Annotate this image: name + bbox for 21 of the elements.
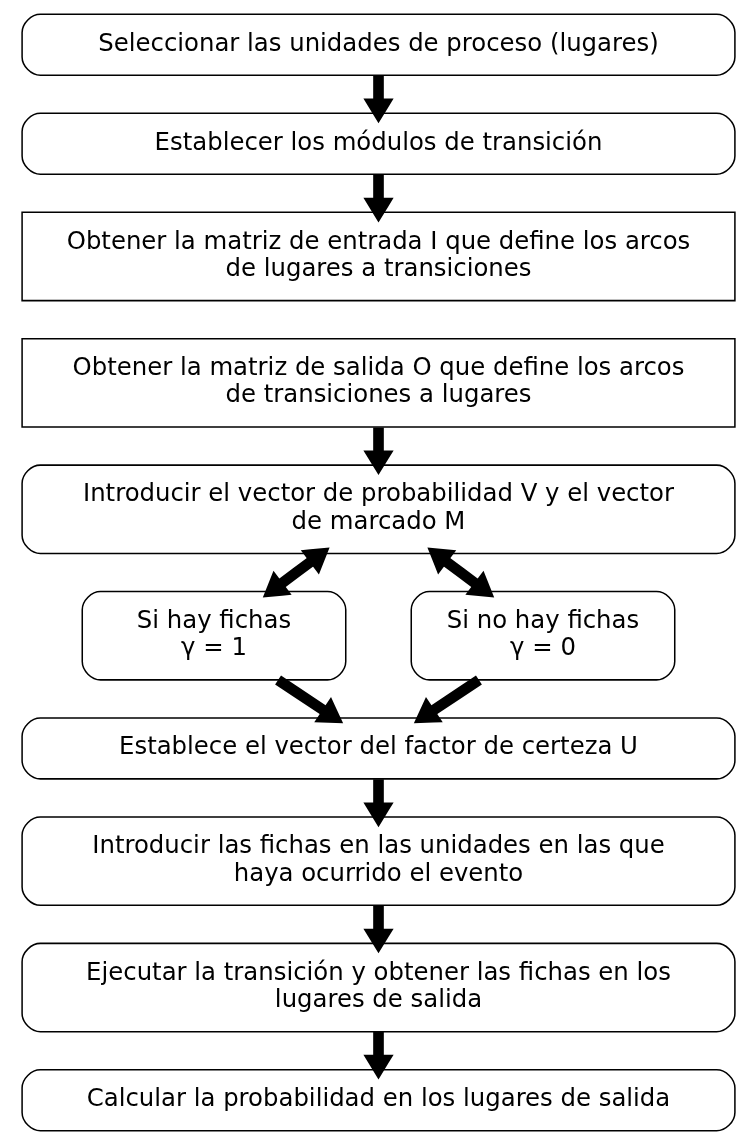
node-box: Calcular la probabilidad en los lugares de salida	[20, 1069, 736, 1132]
node-box: Introducir las fichas en las unidades en las que haya ocurrido el evento	[20, 816, 736, 907]
node-box: Si hay fichas γ = 1	[81, 590, 346, 681]
node-box: Introducir el vector de probabilidad V y el vector de marcado M	[20, 464, 736, 555]
node-box: Obtener la matriz de salida O que define los arcos de transiciones a lugares	[20, 337, 736, 428]
arrow	[262, 547, 330, 598]
arrow	[274, 675, 343, 724]
arrow	[362, 174, 394, 223]
arrow	[413, 675, 482, 724]
arrow	[362, 905, 394, 954]
arrow	[362, 1031, 394, 1080]
node-box: Seleccionar las unidades de proceso (lugares)	[20, 13, 736, 76]
node-box: Si no hay fichas γ = 0	[410, 590, 675, 681]
arrow	[362, 779, 394, 828]
arrow	[362, 75, 394, 124]
node-box: Ejecutar la transición y obtener las fichas en los lugares de salida	[20, 942, 736, 1033]
node-box: Obtener la matriz de entrada I que define los arcos de lugares a transiciones	[20, 211, 736, 302]
node-box: Establecer los módulos de transición	[20, 112, 736, 175]
arrow	[362, 427, 394, 476]
arrow	[426, 547, 494, 598]
node-box: Establece el vector del factor de certeza U	[20, 717, 736, 780]
